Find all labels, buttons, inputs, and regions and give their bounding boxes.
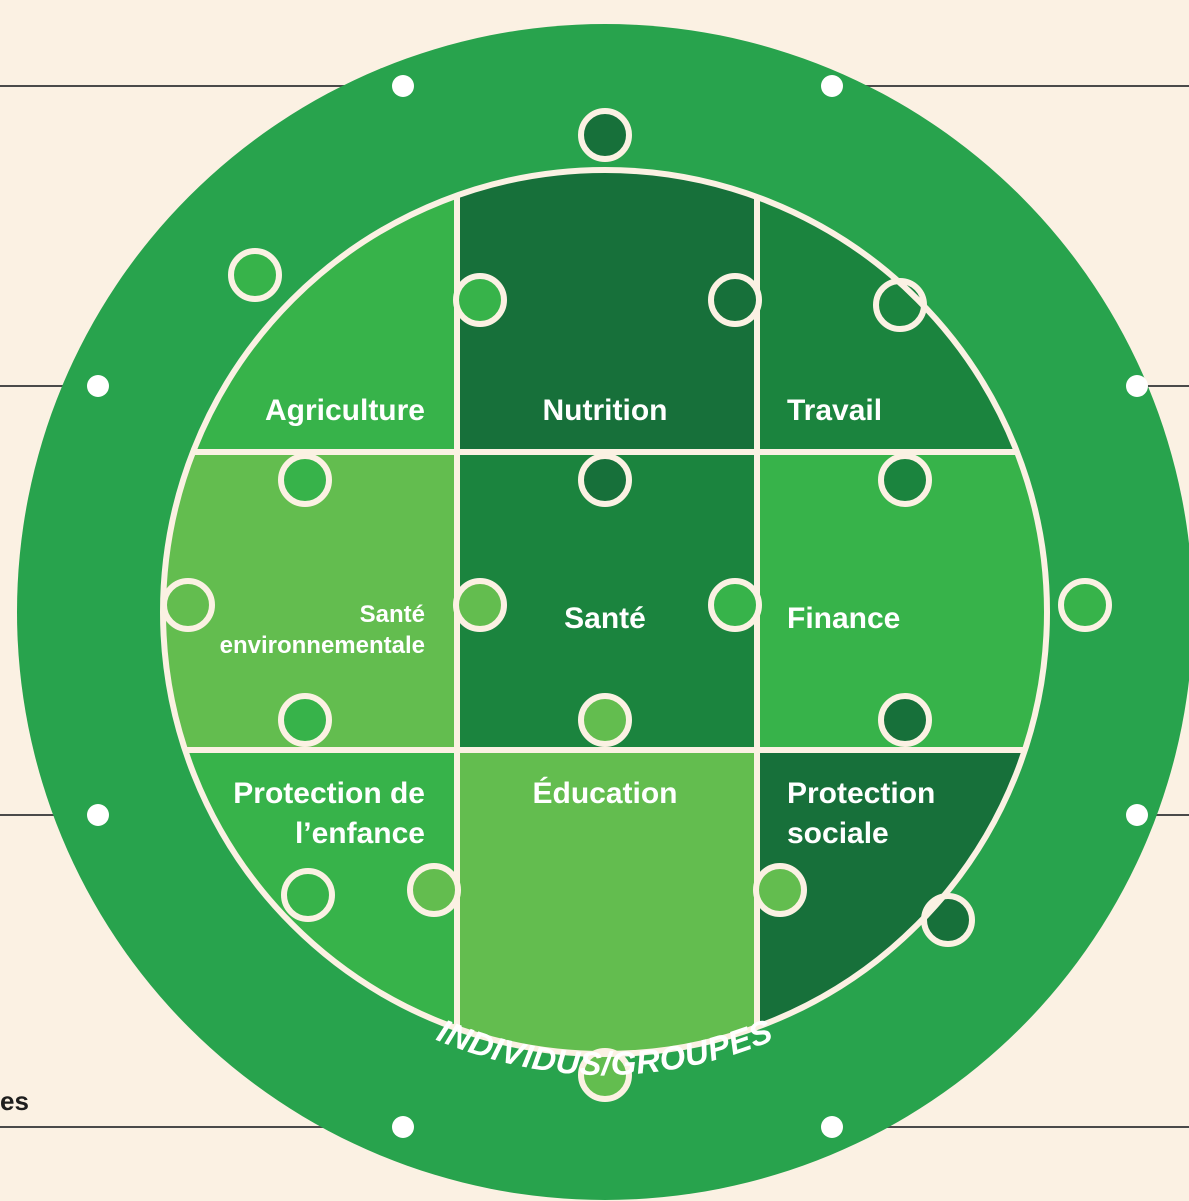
- label-line: Nutrition: [543, 394, 668, 427]
- knob-top: [578, 108, 632, 162]
- knob-nutrition-sante: [578, 453, 632, 507]
- knob-education-sociale: [753, 863, 807, 917]
- ring-dot-top-left: [392, 75, 414, 97]
- knob-agri-santeenv: [278, 453, 332, 507]
- knob-nutrition-travail: [708, 273, 762, 327]
- piece-nutrition: [457, 170, 757, 452]
- ring-dot-bottom-left: [392, 1116, 414, 1138]
- ring-dot-mid-left: [87, 375, 109, 397]
- label-line: Éducation: [532, 776, 677, 810]
- knob-travail-finance: [878, 453, 932, 507]
- label-line: Santé: [360, 601, 425, 628]
- label-line: Travail: [787, 394, 882, 427]
- label-agriculture: Agriculture: [265, 394, 425, 427]
- knob-right: [1058, 578, 1112, 632]
- ring-dot-bottom-right: [821, 1116, 843, 1138]
- ring-dot-mid-right: [1126, 375, 1148, 397]
- knob-santeenv-sante: [453, 578, 507, 632]
- knob-enfance-education: [407, 863, 461, 917]
- label-line: Protection de: [233, 777, 425, 810]
- side-label-fragment: es: [0, 1086, 29, 1116]
- knob-lower-right: [921, 893, 975, 947]
- ring-dot-top-right: [821, 75, 843, 97]
- ring-dot-low-left: [87, 804, 109, 826]
- label-education: Éducation: [532, 776, 677, 810]
- knob-lower-left: [281, 868, 335, 922]
- label-line: sociale: [787, 817, 889, 850]
- label-line: l’enfance: [295, 817, 425, 850]
- label-protection-sociale: Protection sociale: [787, 777, 935, 850]
- ring-dots: [87, 75, 1148, 1138]
- knob-upper-left: [228, 248, 282, 302]
- label-nutrition: Nutrition: [543, 394, 668, 427]
- ring-dot-low-right: [1126, 804, 1148, 826]
- label-travail: Travail: [787, 394, 882, 427]
- label-protection-enfance: Protection de l’enfance: [233, 777, 425, 850]
- label-line: Protection: [787, 777, 935, 810]
- inner-circle-outline: [160, 167, 1050, 1057]
- knob-sante-finance: [708, 578, 762, 632]
- knob-left: [161, 578, 215, 632]
- label-line: Agriculture: [265, 394, 425, 427]
- knob-upper-right: [873, 278, 927, 332]
- knob-sante-education: [578, 693, 632, 747]
- label-sante-env: Santé environnementale: [220, 601, 425, 659]
- knob-finance-sociale: [878, 693, 932, 747]
- knob-santeenv-enfance: [278, 693, 332, 747]
- label-line: Santé: [564, 602, 646, 635]
- label-sante: Santé: [564, 602, 646, 635]
- knob-agri-nutrition: [453, 273, 507, 327]
- label-finance: Finance: [787, 602, 900, 635]
- label-line: environnementale: [220, 632, 425, 659]
- label-line: Finance: [787, 602, 900, 635]
- piece-education: [457, 750, 757, 1054]
